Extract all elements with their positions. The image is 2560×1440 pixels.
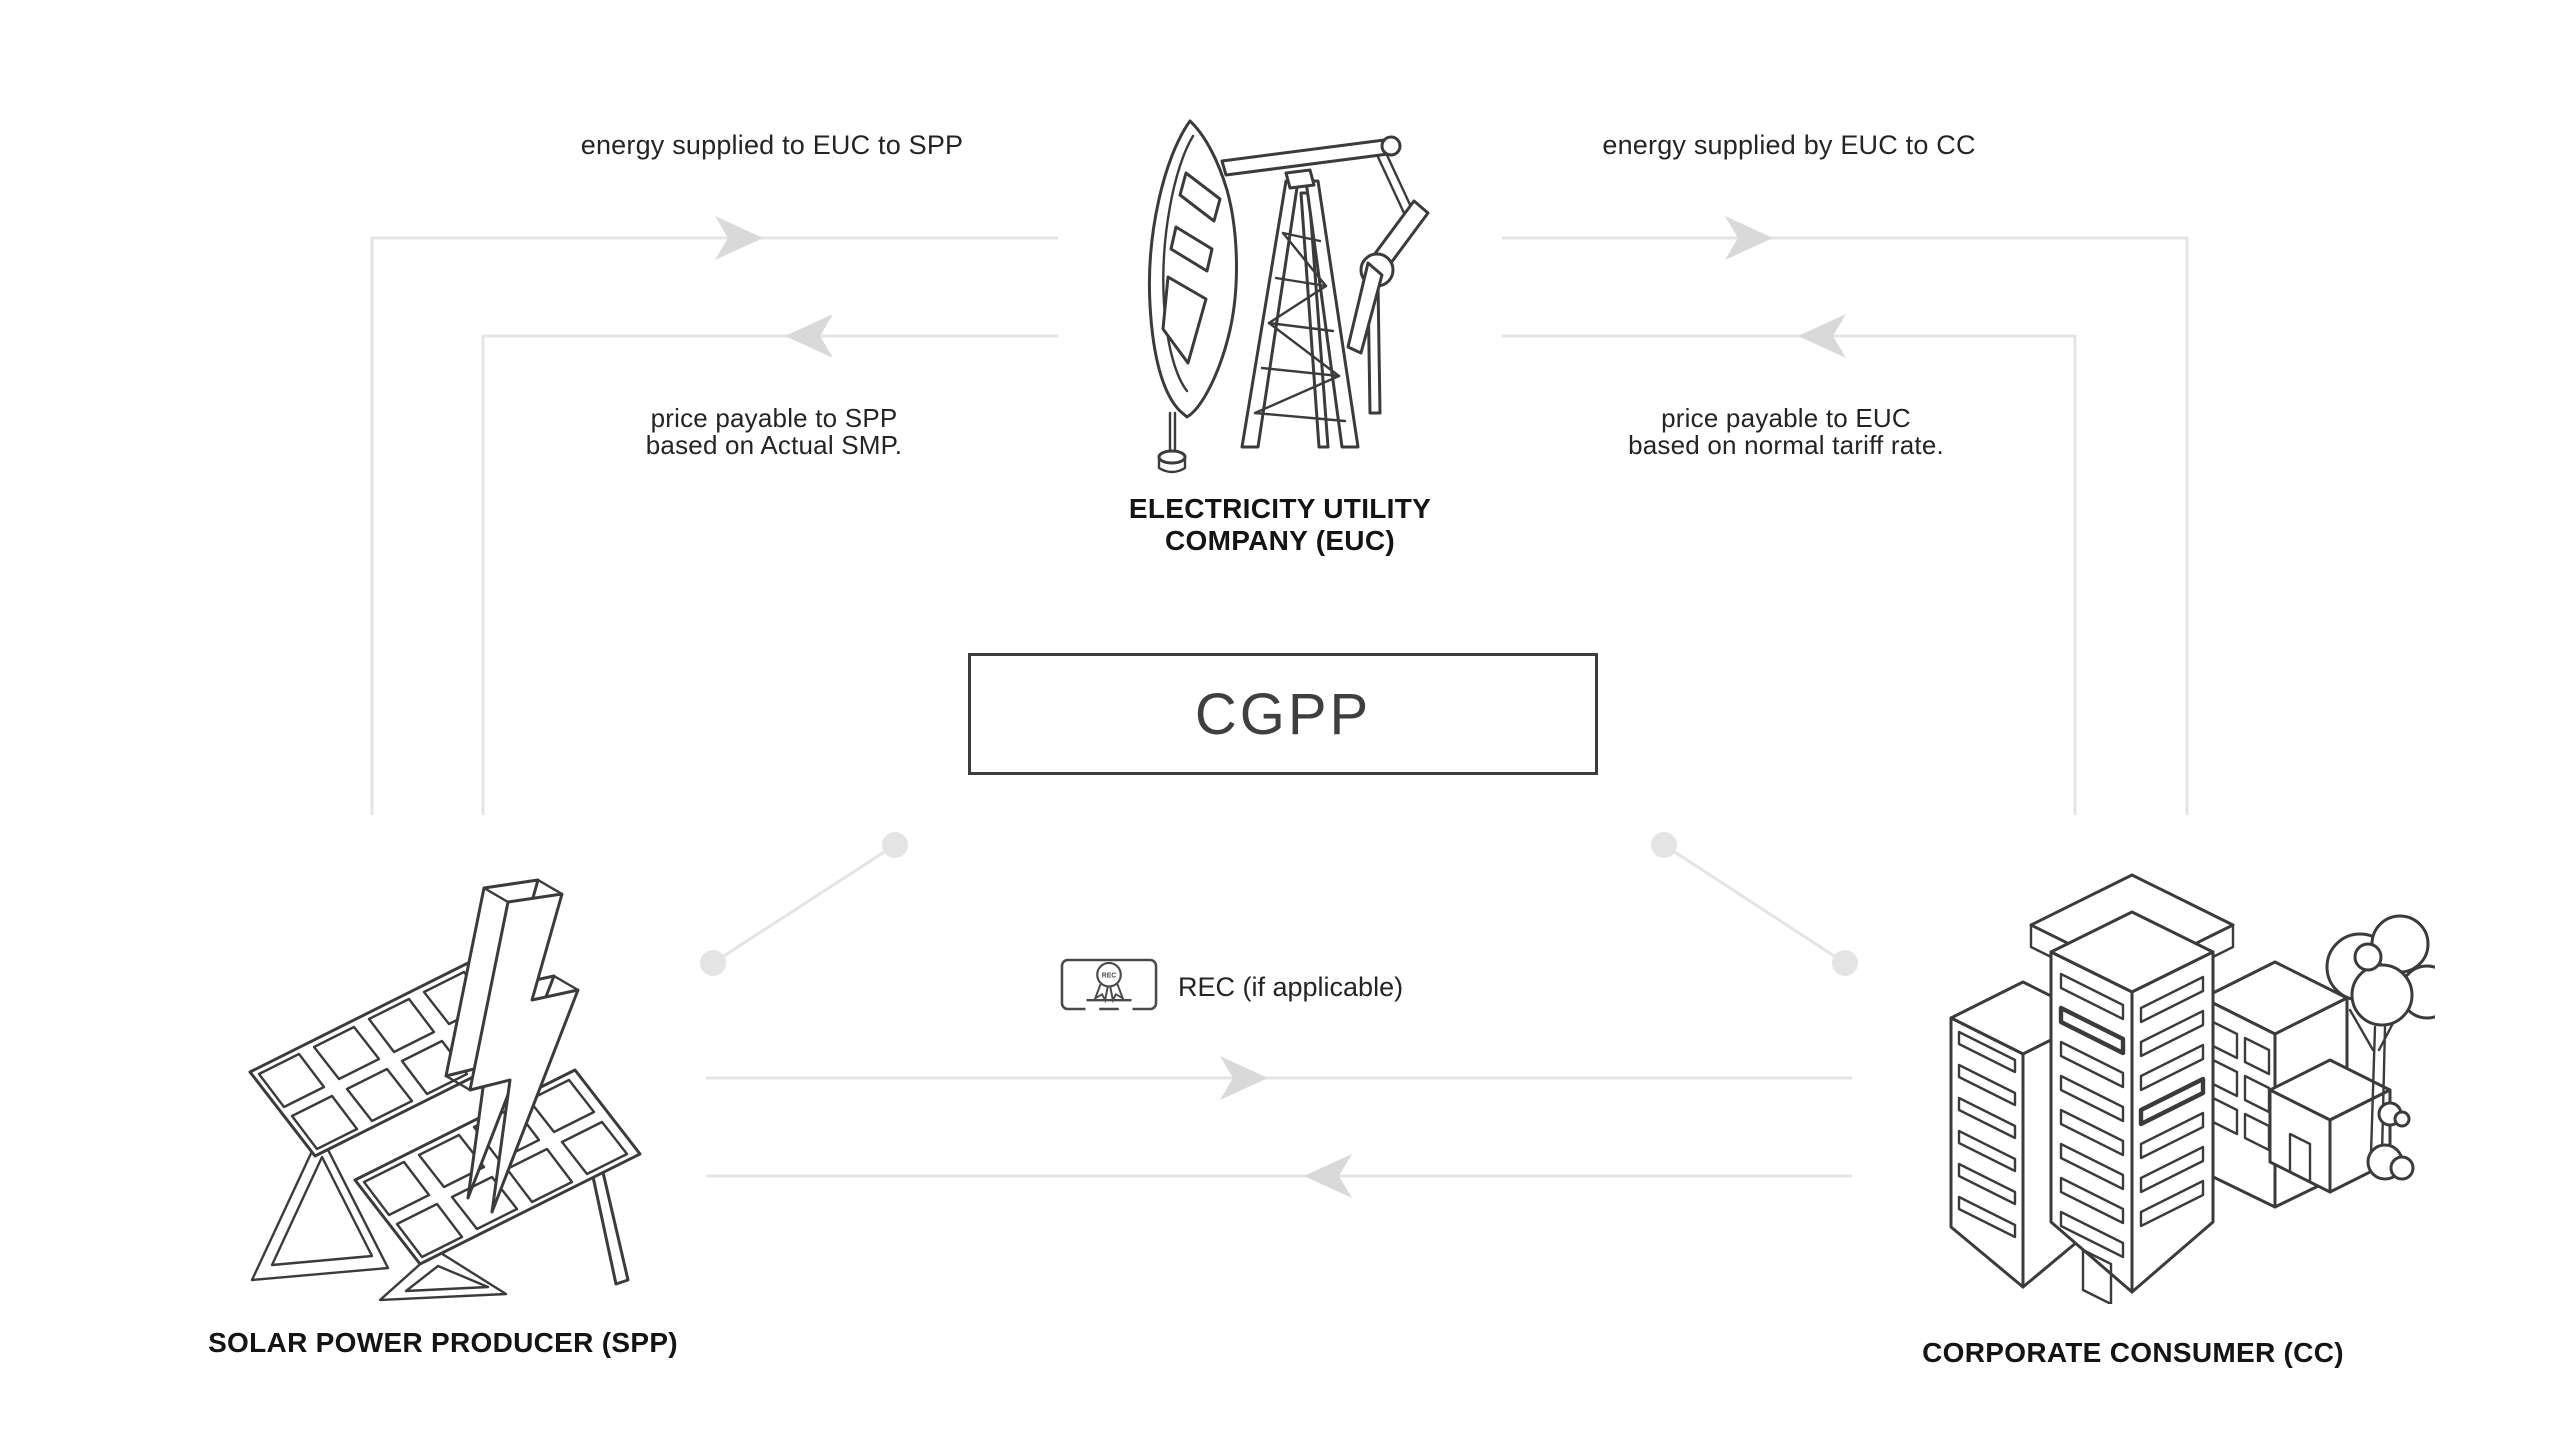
connector-payment-cc-to-spp <box>706 1154 1852 1198</box>
solar-panels-lightning-icon <box>248 878 642 1302</box>
rec-certificate-icon: REC <box>1060 958 1158 1012</box>
connector-price-cc-to-euc <box>1502 314 2077 815</box>
euc-label-line2: COMPANY (EUC) <box>1165 525 1395 556</box>
cc-label-text: CORPORATE CONSUMER (CC) <box>1922 1337 2344 1368</box>
euc-label-line1: ELECTRICITY UTILITY <box>1128 493 1432 524</box>
arrow-left-icon <box>1798 314 1846 358</box>
flow-label-price-cc-to-euc: price payable to EUC based on normal tar… <box>1628 405 1944 459</box>
arrow-right-icon <box>715 216 763 260</box>
arrow-right-icon <box>1725 216 1773 260</box>
arrow-left-icon <box>1304 1154 1352 1198</box>
connector-rec-spp-to-cc <box>706 1056 1852 1100</box>
dot-icon <box>1651 832 1677 858</box>
flow-label-energy-euc-to-cc: energy supplied by EUC to CC <box>1602 129 1975 162</box>
rec-badge-text: REC <box>1102 973 1117 980</box>
spp-label-text: SOLAR POWER PRODUCER (SPP) <box>208 1327 678 1358</box>
spp-node-label: SOLAR POWER PRODUCER (SPP) <box>208 1327 678 1359</box>
flow-label-line2: based on normal tariff rate. <box>1628 430 1944 460</box>
oil-pumpjack-icon <box>1147 119 1430 474</box>
city-buildings-tree-icon <box>1949 873 2435 1304</box>
flow-label-text: energy supplied by EUC to CC <box>1602 130 1976 160</box>
flow-label-line1: price payable to SPP <box>650 403 898 433</box>
leader-spp-to-cgpp <box>700 832 908 976</box>
cgpp-center-box: CGPP <box>968 653 1598 775</box>
dot-icon <box>882 832 908 858</box>
flow-label-text: energy supplied to EUC to SPP <box>580 130 964 160</box>
connector-energy-spp-to-euc <box>370 216 1058 815</box>
flow-label-energy-spp-to-euc: energy supplied to EUC to SPP <box>581 129 964 162</box>
cc-node-label: CORPORATE CONSUMER (CC) <box>1922 1337 2344 1369</box>
arrow-right-icon <box>1220 1056 1268 1100</box>
cgpp-box-label: CGPP <box>1194 681 1372 747</box>
leader-cc-to-cgpp <box>1651 832 1858 976</box>
connector-energy-euc-to-cc <box>1502 216 2189 815</box>
flow-label-price-euc-to-spp: price payable to SPP based on Actual SMP… <box>646 405 902 459</box>
flow-label-line1: price payable to EUC <box>1661 403 1911 433</box>
connector-price-euc-to-spp <box>481 314 1058 815</box>
dot-icon <box>1832 950 1858 976</box>
flow-label-line2: based on Actual SMP. <box>645 430 903 460</box>
rec-label-text: REC (if applicable) <box>1178 972 1404 1002</box>
dot-icon <box>700 950 726 976</box>
euc-node-label: ELECTRICITY UTILITY COMPANY (EUC) <box>1129 493 1431 557</box>
rec-flow-label: REC (if applicable) <box>1178 970 1403 1004</box>
arrow-left-icon <box>785 314 833 358</box>
